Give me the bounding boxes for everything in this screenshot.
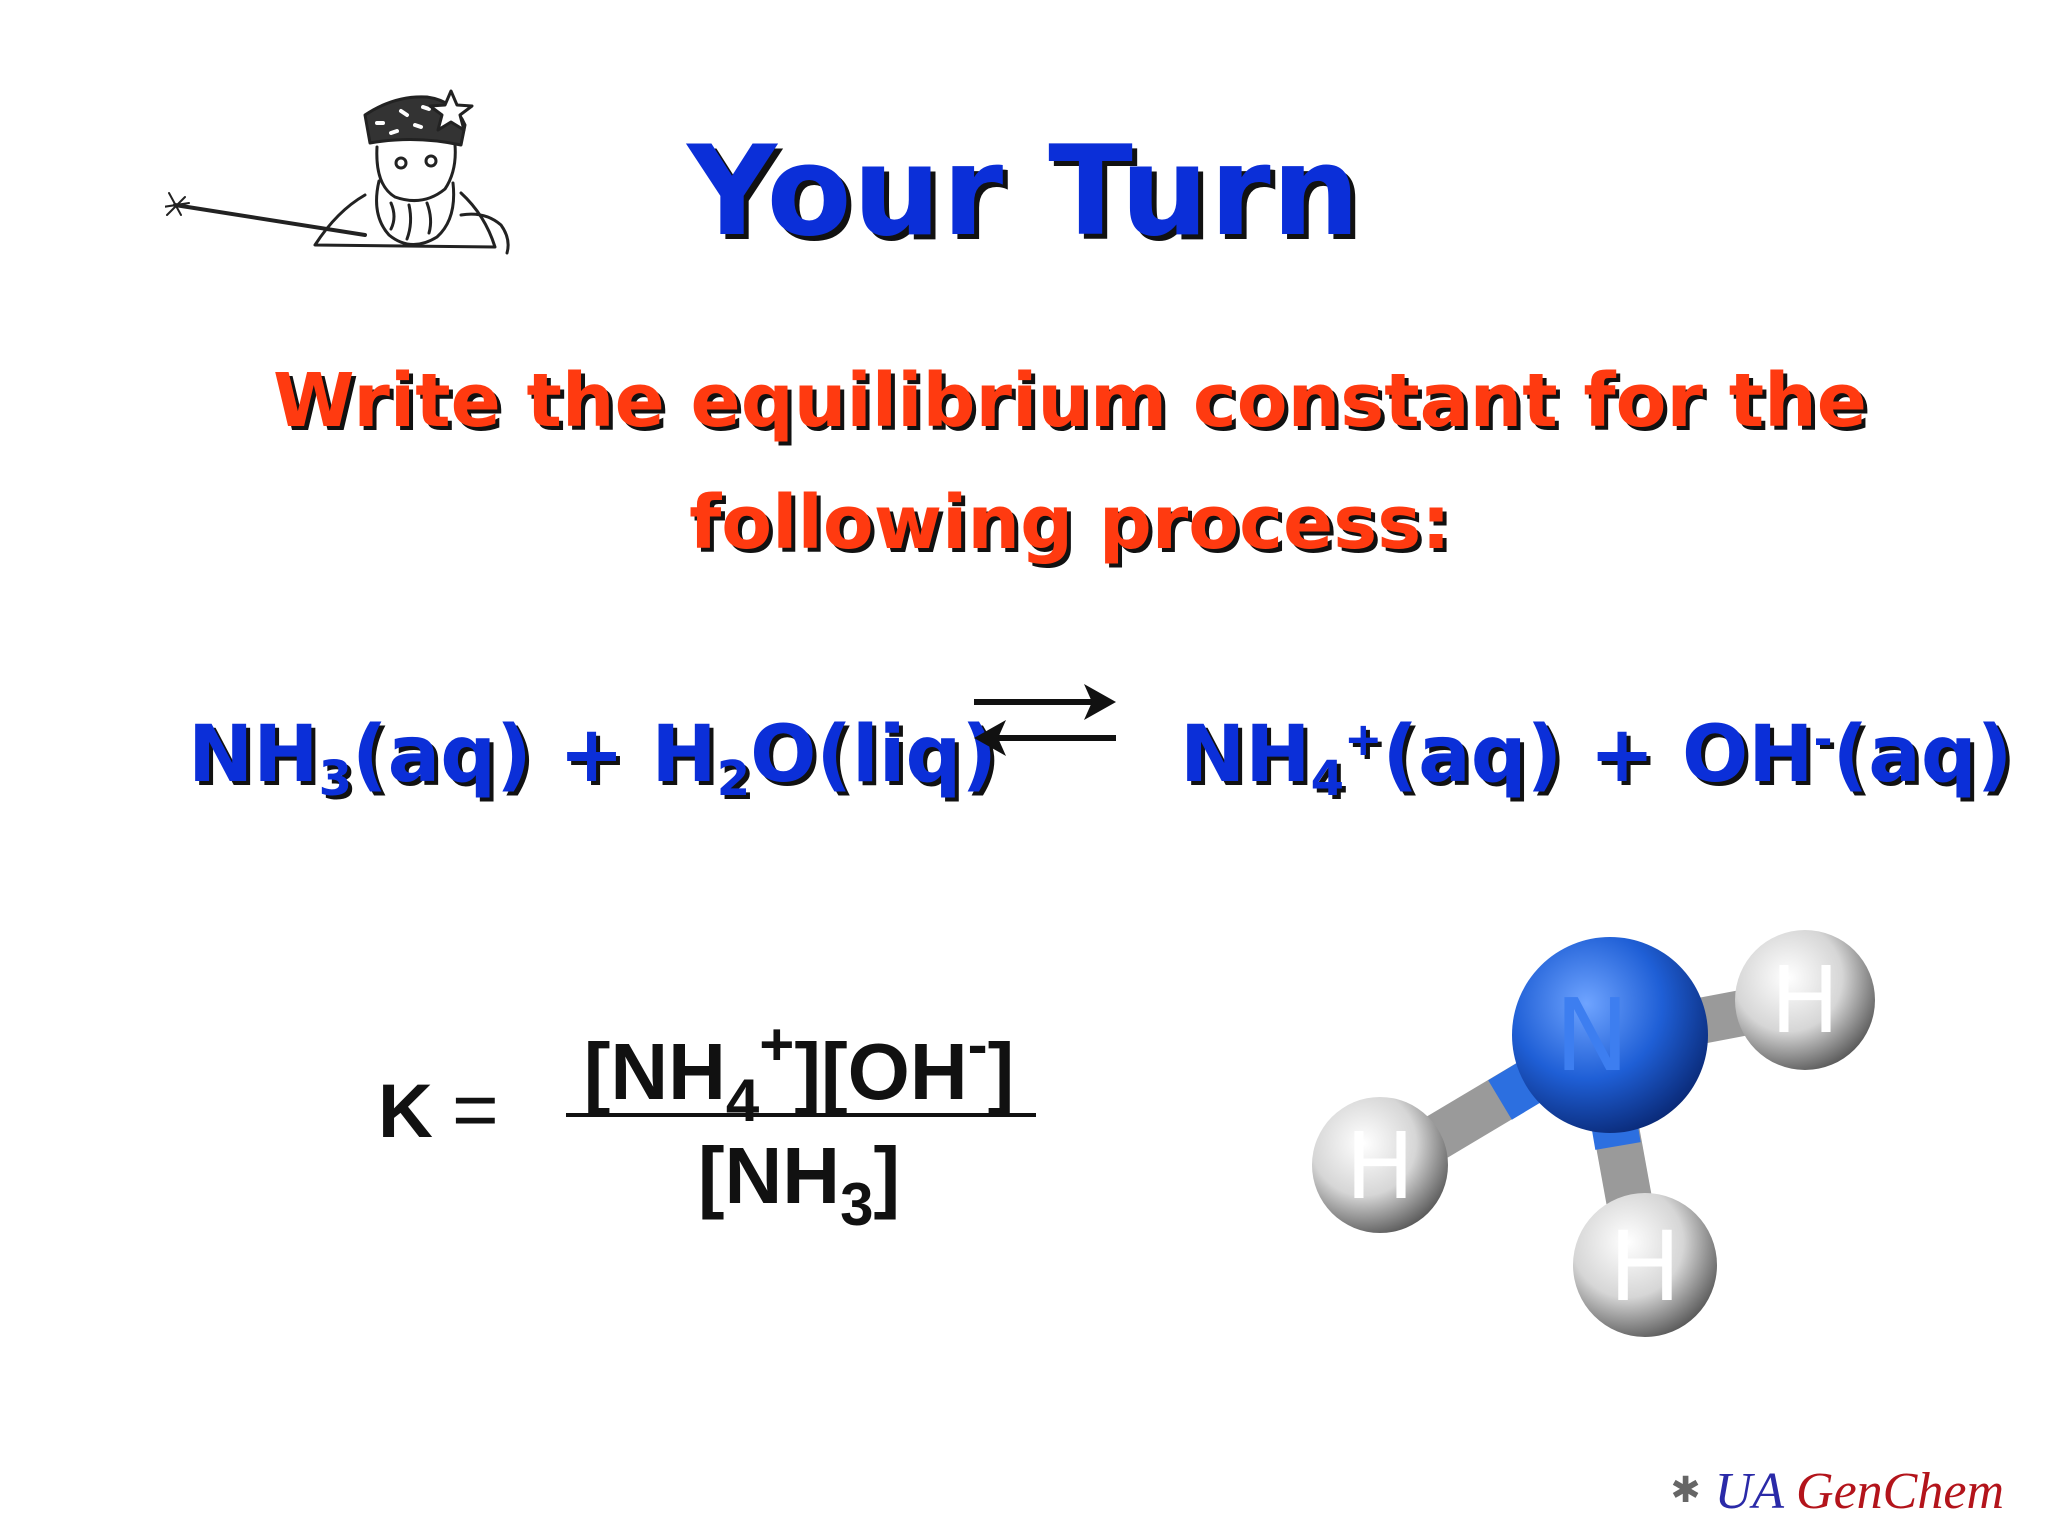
hydrogen-atom-bottom: H [1573, 1193, 1717, 1337]
denominator: [NH3] [564, 1130, 1034, 1239]
equals-sign: = [452, 1065, 499, 1154]
product-nh4-state: (aq) + [1382, 710, 1682, 800]
hydrogen-atom-left: H [1312, 1097, 1448, 1233]
numerator-oh: ][OH [794, 1027, 968, 1116]
product-oh-sup: - [1813, 712, 1833, 766]
footer-genchem: GenChem [1796, 1463, 2004, 1520]
product-nh4-sup: + [1343, 712, 1383, 766]
fraction-bar [566, 1113, 1036, 1117]
footer-gear-icon: ✱ [1670, 1470, 1701, 1510]
products: NH4+(aq) + OH-(aq) [1180, 710, 2012, 807]
reactants: NH3(aq) + H2O(liq) [188, 710, 997, 807]
product-oh-state: (aq) [1832, 710, 2013, 800]
denominator-close: ] [873, 1131, 901, 1220]
numerator: [NH4+][OH-] [564, 1010, 1034, 1135]
svg-text:H: H [1770, 947, 1839, 1054]
slide-title: Your Turn [687, 120, 1361, 264]
svg-text:H: H [1345, 1113, 1414, 1220]
numerator-nh4: [NH [583, 1027, 726, 1116]
wizard-illustration [165, 89, 510, 255]
denominator-nh3-sub: 3 [840, 1171, 874, 1238]
equilibrium-arrows-icon [974, 684, 1116, 756]
ammonia-molecule-model: H N H H [1312, 930, 1875, 1337]
reactant-nh3-sub: 3 [318, 751, 352, 807]
svg-text:N: N [1555, 977, 1630, 1094]
footer-ua: UA [1714, 1463, 1784, 1520]
prompt-line-1: Write the equilibrium constant for the [273, 358, 1867, 444]
nitrogen-atom: N [1512, 937, 1708, 1133]
reactant-nh3-state: (aq) + [351, 710, 652, 800]
reactant-nh3: NH [188, 710, 319, 800]
numerator-close: ] [987, 1027, 1015, 1116]
k-symbol: K [378, 1069, 433, 1154]
hydrogen-atom-right: H [1735, 930, 1875, 1070]
product-nh4: NH [1180, 710, 1311, 800]
numerator-nh4-sup: + [759, 1011, 795, 1078]
svg-text:H: H [1609, 1211, 1681, 1323]
prompt-line-2: following process: [689, 480, 1451, 566]
product-nh4-sub: 4 [1310, 751, 1344, 807]
denominator-nh3: [NH [697, 1131, 841, 1220]
reactant-h2o: H [651, 710, 717, 800]
reactant-h2o-rest: O(liq) [750, 710, 998, 800]
reactant-h2o-sub: 2 [716, 751, 751, 807]
footer-branding: ✱ UA GenChem [1670, 1462, 2004, 1521]
product-oh: OH [1681, 710, 1814, 800]
numerator-oh-sup: - [967, 1011, 988, 1078]
numerator-nh4-sub: 4 [725, 1067, 760, 1134]
